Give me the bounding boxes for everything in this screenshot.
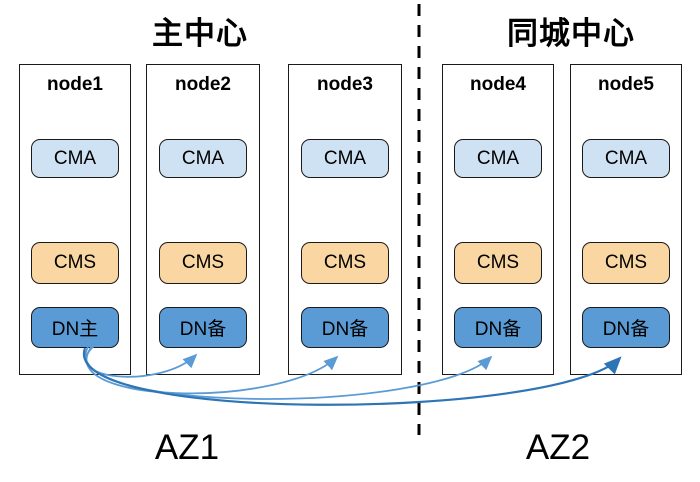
node1-dn-primary-box: DN主 (31, 307, 119, 348)
node3-box: node3 CMA CMS DN备 (288, 64, 402, 375)
node1-cma-box: CMA (31, 139, 119, 178)
node4-title: node4 (470, 74, 526, 95)
node2-box: node2 CMA CMS DN备 (146, 64, 260, 375)
node3-cma-box: CMA (301, 139, 389, 178)
node5-dn-standby-box: DN备 (582, 307, 670, 348)
node2-title: node2 (175, 74, 231, 95)
node2-dn-standby-box: DN备 (159, 307, 247, 348)
node5-box: node5 CMA CMS DN备 (570, 64, 682, 375)
node4-cma-box: CMA (454, 139, 542, 178)
node5-title: node5 (598, 74, 654, 95)
node4-dn-standby-box: DN备 (454, 307, 542, 348)
node4-cms-box: CMS (454, 242, 542, 284)
remote-center-title: 同城中心 (507, 16, 635, 51)
main-center-title: 主中心 (152, 16, 248, 51)
az1-label: AZ1 (154, 428, 220, 467)
node5-cms-box: CMS (582, 242, 670, 284)
node5-cma-box: CMA (582, 139, 670, 178)
node2-cma-box: CMA (159, 139, 247, 178)
node4-box: node4 CMA CMS DN备 (442, 64, 554, 375)
node1-title: node1 (47, 74, 103, 95)
node1-box: node1 CMA CMS DN主 (19, 64, 131, 375)
node2-cms-box: CMS (159, 242, 247, 284)
node3-title: node3 (317, 74, 373, 95)
node1-cms-box: CMS (31, 242, 119, 284)
node3-dn-standby-box: DN备 (301, 307, 389, 348)
az2-label: AZ2 (525, 428, 591, 467)
node3-cms-box: CMS (301, 242, 389, 284)
